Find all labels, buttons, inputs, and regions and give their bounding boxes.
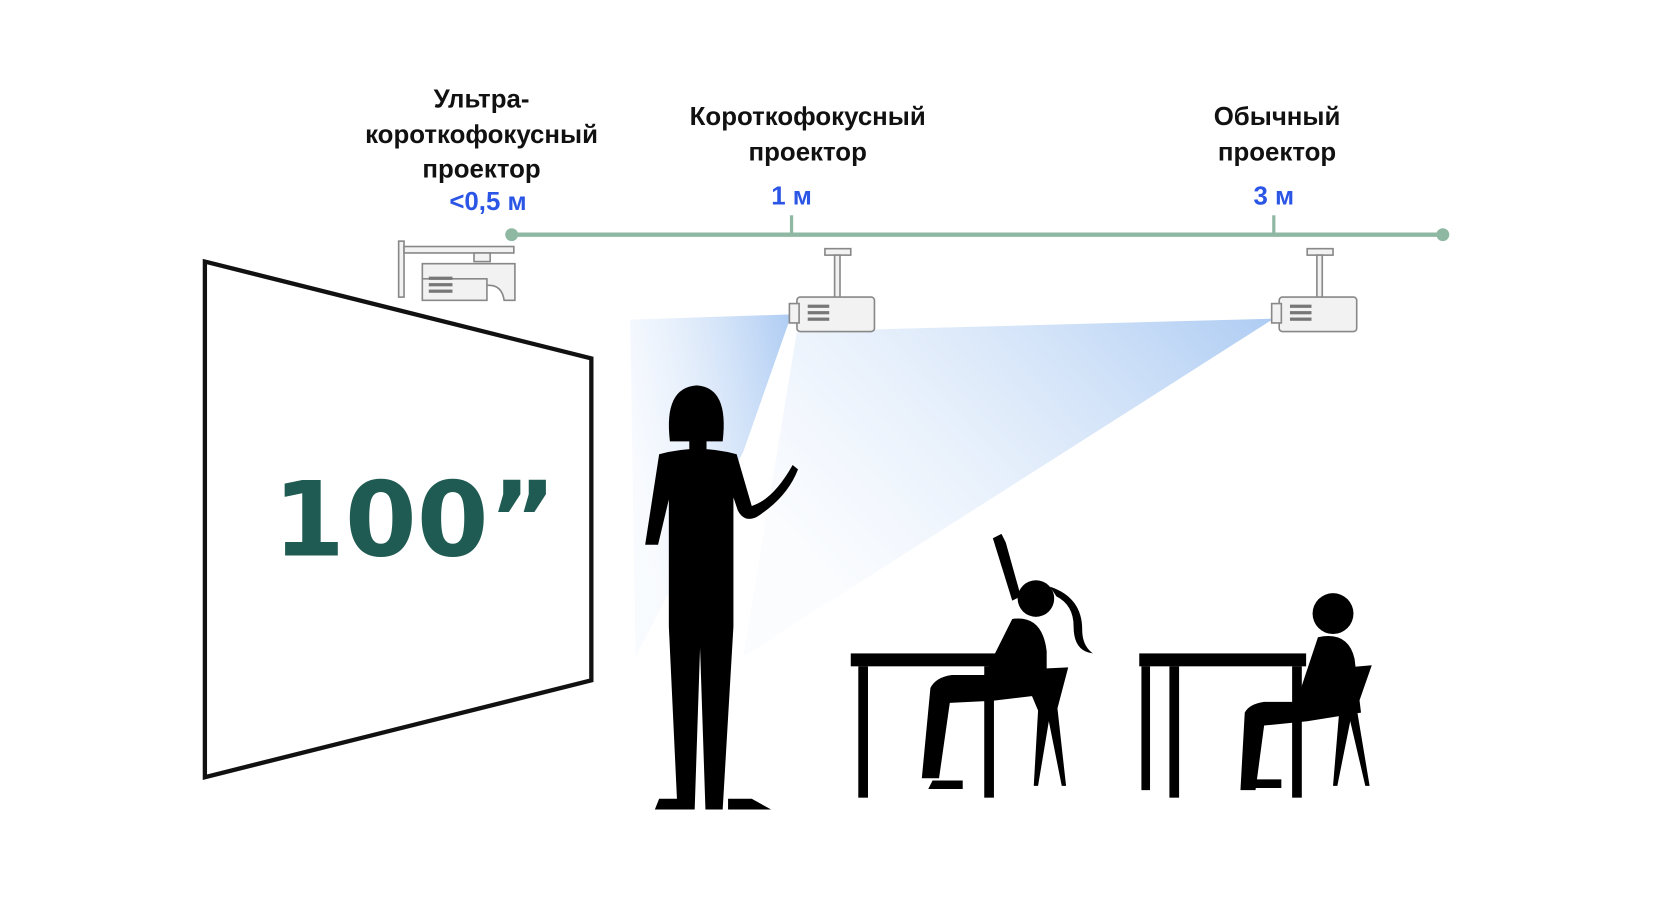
short-throw-projector-icon	[788, 247, 876, 333]
short-throw-label-line2: проектор	[749, 138, 867, 166]
student-girl-silhouette	[921, 533, 1093, 790]
projection-screen	[202, 258, 594, 780]
screen-size-label: 100”	[273, 460, 557, 580]
ultra-short-throw-label-line1: Ультра-	[434, 86, 530, 114]
standard-label-line2: проектор	[1218, 138, 1336, 166]
student-boy-silhouette	[1240, 593, 1372, 791]
ultra-short-throw-label-line2: короткофокусный	[365, 121, 598, 149]
ultra-short-throw-label-line3: проектор	[422, 156, 540, 184]
short-throw-distance: 1 м	[771, 183, 812, 211]
standard-distance: 3 м	[1253, 183, 1294, 211]
light-beam-standard	[743, 318, 1274, 657]
standard-label-line1: Обычный	[1214, 103, 1341, 131]
distance-timeline	[505, 215, 1450, 242]
desk-left	[850, 653, 1002, 798]
standard-projector-icon	[1270, 247, 1358, 333]
ultra-short-throw-projector-icon	[397, 240, 516, 302]
desk-right	[1139, 653, 1307, 798]
ultra-short-throw-distance: <0,5 м	[449, 188, 526, 216]
teacher-silhouette	[645, 385, 799, 810]
short-throw-label-line1: Короткофокусный	[690, 103, 926, 131]
